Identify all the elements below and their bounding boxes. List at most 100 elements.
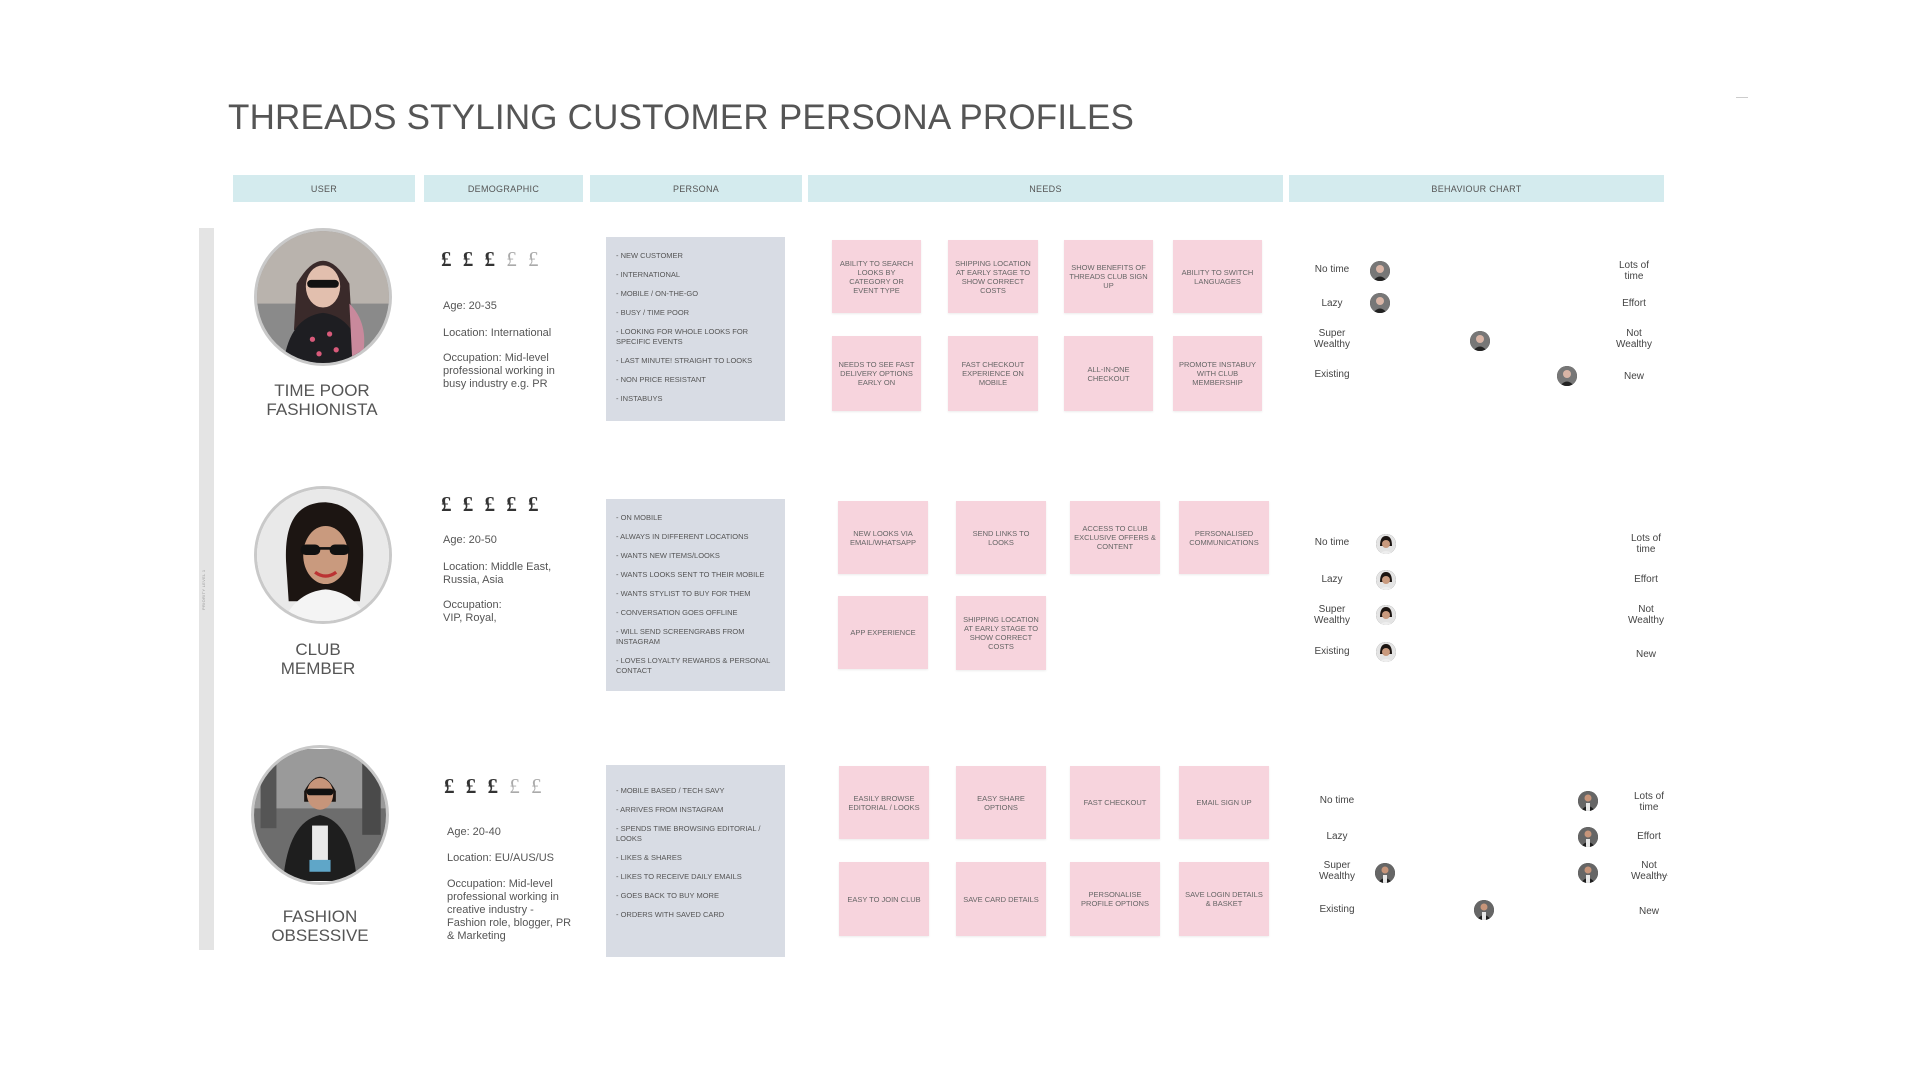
persona-name: TIME POOR FASHIONISTA	[266, 381, 378, 419]
age-text: Age: 20-35	[443, 300, 497, 312]
behaviour-left-label: Lazy	[1326, 831, 1348, 842]
trait-item: - MOBILE / ON-THE-GO	[616, 289, 699, 298]
persona-name: CLUB MEMBER	[280, 640, 356, 678]
need-note: SHIPPING LOCATION AT EARLY STAGE TO SHOW…	[956, 596, 1046, 670]
portrait-image	[257, 231, 389, 363]
behaviour-left-label: Super Wealthy	[1319, 860, 1355, 882]
behaviour-right-label: Lots of time	[1630, 533, 1662, 555]
age-text: Age: 20-40	[447, 826, 501, 838]
behaviour-left-label: Existing	[1319, 904, 1355, 915]
trait-item: - WANTS LOOKS SENT TO THEIR MOBILE	[616, 570, 765, 579]
need-note: SAVE LOGIN DETAILS & BASKET	[1179, 862, 1269, 936]
need-note: ACCESS TO CLUB EXCLUSIVE OFFERS & CONTEN…	[1070, 501, 1160, 574]
behaviour-right-label: Not Wealthy	[1616, 328, 1652, 350]
location-text: Location: EU/AUS/US	[447, 852, 554, 864]
behaviour-marker	[1375, 863, 1395, 883]
need-note: SAVE CARD DETAILS	[956, 862, 1046, 936]
page-title: THREADS STYLING CUSTOMER PERSONA PROFILE…	[228, 98, 1135, 137]
need-note: SHOW BENEFITS OF THREADS CLUB SIGN UP	[1064, 240, 1153, 313]
priority-bar	[199, 228, 214, 950]
occupation-text: Occupation: Mid-level professional worki…	[443, 352, 555, 390]
need-note: PERSONALISE PROFILE OPTIONS	[1070, 862, 1160, 936]
trait-item: - WANTS NEW ITEMS/LOOKS	[616, 551, 720, 560]
edge-tick	[1656, 875, 1668, 876]
priority-label: PRIORITY LEVEL 1	[201, 569, 206, 610]
behaviour-marker	[1370, 293, 1390, 313]
behaviour-left-label: Super Wealthy	[1314, 328, 1350, 350]
trait-item: - BUSY / TIME POOR	[616, 308, 690, 317]
trait-item: - NEW CUSTOMER	[616, 251, 683, 260]
behaviour-left-label: Existing	[1314, 646, 1350, 657]
persona-traits-box: - NEW CUSTOMER - INTERNATIONAL - MOBILE …	[606, 237, 785, 421]
header-user: USER	[233, 175, 415, 202]
spend-level: £ £ £ £ £	[441, 492, 542, 516]
trait-item: - INTERNATIONAL	[616, 270, 681, 279]
need-note: EASY SHARE OPTIONS	[956, 766, 1046, 839]
behaviour-right-label: New	[1623, 371, 1644, 382]
header-needs: NEEDS	[808, 175, 1283, 202]
behaviour-marker	[1376, 534, 1396, 554]
trait-item: - CONVERSATION GOES OFFLINE	[616, 608, 738, 617]
behaviour-marker	[1578, 863, 1598, 883]
avatar-fashion-obsessive	[251, 745, 389, 885]
header-behaviour-chart: BEHAVIOUR CHART	[1289, 175, 1664, 202]
trait-item: - LAST MINUTE! STRAIGHT TO LOOKS	[616, 356, 753, 365]
behaviour-left-label: Lazy	[1321, 574, 1343, 585]
behaviour-marker	[1470, 331, 1490, 351]
occupation-text: Occupation: Mid-level professional worki…	[447, 878, 572, 942]
spend-level: £ £ £ £ £	[441, 247, 542, 271]
behaviour-left-label: No time	[1314, 537, 1350, 548]
behaviour-right-label: Not Wealthy	[1628, 604, 1664, 626]
avatar-club-member	[254, 486, 392, 624]
need-note: EASILY BROWSE EDITORIAL / LOOKS	[839, 766, 929, 839]
need-note: PROMOTE INSTABUY WITH CLUB MEMBERSHIP	[1173, 336, 1262, 411]
behaviour-right-label: Effort	[1637, 831, 1661, 842]
portrait-image	[257, 489, 389, 621]
need-note: ALL-IN-ONE CHECKOUT	[1064, 336, 1153, 411]
trait-item: - GOES BACK TO BUY MORE	[616, 891, 719, 900]
avatar-time-poor-fashionista	[254, 228, 392, 366]
need-note: EMAIL SIGN UP	[1179, 766, 1269, 839]
trait-item: - NON PRICE RESISTANT	[616, 375, 706, 384]
need-note: NEEDS TO SEE FAST DELIVERY OPTIONS EARLY…	[832, 336, 921, 411]
persona-traits-box: - MOBILE BASED / TECH SAVY - ARRIVES FRO…	[606, 765, 785, 957]
trait-item: - ON MOBILE	[616, 513, 663, 522]
behaviour-left-label: No time	[1319, 795, 1355, 806]
behaviour-left-label: Existing	[1314, 369, 1350, 380]
behaviour-right-label: Lots of time	[1633, 791, 1665, 813]
need-note: SEND LINKS TO LOOKS	[956, 501, 1046, 574]
behaviour-right-label: New	[1635, 649, 1656, 660]
need-note: ABILITY TO SEARCH LOOKS BY CATEGORY OR E…	[832, 240, 921, 313]
behaviour-right-label: Not Wealthy	[1631, 860, 1667, 882]
trait-item: - WILL SEND SCREENGRABS FROM INSTAGRAM	[616, 627, 745, 646]
age-text: Age: 20-50	[443, 534, 497, 546]
behaviour-marker	[1474, 900, 1494, 920]
trait-item: - ALWAYS IN DIFFERENT LOCATIONS	[616, 532, 749, 541]
behaviour-marker	[1578, 791, 1598, 811]
occupation-text: Occupation: VIP, Royal,	[443, 599, 502, 624]
behaviour-marker	[1376, 642, 1396, 662]
behaviour-marker	[1370, 261, 1390, 281]
behaviour-left-label: No time	[1314, 264, 1350, 275]
behaviour-marker	[1376, 570, 1396, 590]
behaviour-right-label: Lots of time	[1618, 260, 1650, 282]
persona-name: FASHION OBSESSIVE	[271, 907, 369, 945]
need-note: FAST CHECKOUT	[1070, 766, 1160, 839]
edge-tick	[1736, 97, 1748, 98]
behaviour-left-label: Super Wealthy	[1314, 604, 1350, 626]
trait-item: - ARRIVES FROM INSTAGRAM	[616, 805, 724, 814]
trait-item: - MOBILE BASED / TECH SAVY	[616, 786, 725, 795]
behaviour-right-label: New	[1638, 906, 1659, 917]
behaviour-marker	[1557, 366, 1577, 386]
trait-item: - LOOKING FOR WHOLE LOOKS FOR SPECIFIC E…	[616, 327, 749, 346]
persona-traits-box: - ON MOBILE - ALWAYS IN DIFFERENT LOCATI…	[606, 499, 785, 691]
location-text: Location: Middle East, Russia, Asia	[443, 561, 552, 586]
need-note: FAST CHECKOUT EXPERIENCE ON MOBILE	[948, 336, 1038, 411]
spend-level: £ £ £ £ £	[444, 774, 545, 798]
behaviour-marker	[1578, 827, 1598, 847]
behaviour-left-label: Lazy	[1321, 298, 1343, 309]
header-persona: PERSONA	[590, 175, 802, 202]
trait-item: - INSTABUYS	[616, 394, 663, 403]
trait-item: - WANTS STYLIST TO BUY FOR THEM	[616, 589, 751, 598]
trait-item: - SPENDS TIME BROWSING EDITORIAL / LOOKS	[616, 824, 761, 843]
